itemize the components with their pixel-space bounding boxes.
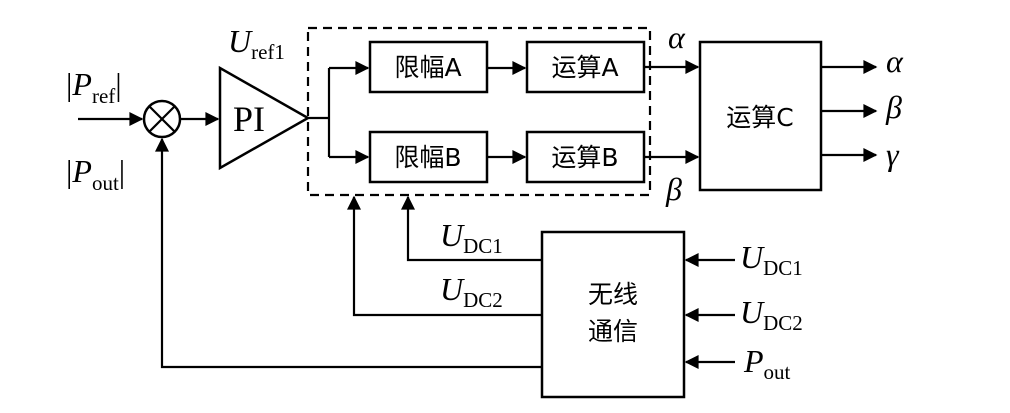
pout-feedback-arrow	[155, 137, 542, 369]
svg-text:|Pref|: |Pref|	[66, 66, 122, 108]
beta-out-label: β	[885, 89, 902, 125]
calc-c-block	[698, 40, 823, 192]
limit-a-label: 限幅A	[394, 53, 461, 82]
udc2-mid-label: UDC2	[440, 271, 503, 312]
svg-text:Uref1: Uref1	[228, 23, 285, 64]
alpha-out-label: α	[886, 43, 904, 79]
svg-text:UDC1: UDC1	[740, 239, 803, 280]
limit-a-block	[368, 40, 489, 94]
wireless-label-line2: 通信	[588, 317, 638, 346]
pref-label: |Pref|	[66, 66, 122, 108]
pi-controller-block	[218, 65, 311, 171]
uref1-label: Uref1	[228, 23, 285, 64]
udc2-in-label: UDC2	[740, 294, 803, 335]
calc-c-label: 运算C	[726, 103, 793, 132]
alpha-mid-label: α	[668, 19, 686, 55]
svg-text:Pout: Pout	[743, 343, 791, 384]
limit-b-block	[368, 130, 489, 184]
wireless-label-line1: 无线	[588, 280, 638, 309]
summing-junction	[142, 99, 182, 139]
svg-text:UDC2: UDC2	[740, 294, 803, 335]
beta-mid-label: β	[665, 171, 682, 207]
calc-a-label: 运算A	[551, 53, 618, 82]
pi-label: PI	[233, 99, 265, 139]
wireless-comm-block	[540, 230, 686, 399]
limit-b-label: 限幅B	[394, 143, 461, 172]
gamma-out-label: γ	[886, 136, 900, 172]
udc1-feedback-arrow	[401, 195, 542, 262]
calc-b-label: 运算B	[551, 143, 618, 172]
svg-text:UDC1: UDC1	[440, 217, 503, 258]
pout-left-label: |Pout|	[66, 153, 125, 195]
limiter-group-dashed-box	[306, 26, 652, 197]
udc2-feedback-arrow	[347, 195, 542, 317]
svg-text:|Pout|: |Pout|	[66, 153, 125, 195]
udc1-in-label: UDC1	[740, 239, 803, 280]
udc1-mid-label: UDC1	[440, 217, 503, 258]
pout-in-label: Pout	[743, 343, 791, 384]
svg-text:UDC2: UDC2	[440, 271, 503, 312]
calc-b-block	[525, 130, 646, 184]
